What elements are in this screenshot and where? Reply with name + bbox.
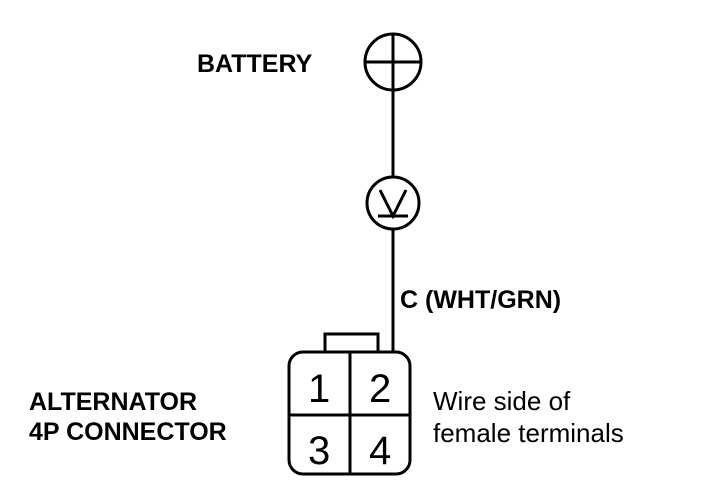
pin-2-label: 2	[369, 367, 391, 411]
voltmeter-icon	[365, 175, 421, 231]
pin-1-label: 1	[308, 367, 330, 411]
connector-note-line1: Wire side of	[433, 386, 571, 416]
connector-label-line1: ALTERNATOR	[29, 388, 197, 416]
battery-label: BATTERY	[197, 50, 313, 78]
battery-positive-icon	[363, 32, 423, 92]
connector-4p	[287, 332, 412, 476]
connector-note-line2: female terminals	[433, 418, 624, 448]
wire-color-label: C (WHT/GRN)	[400, 286, 561, 314]
pin-3-label: 3	[308, 429, 330, 473]
connector-label-line2: 4P CONNECTOR	[29, 418, 227, 446]
pin-4-label: 4	[369, 429, 391, 473]
